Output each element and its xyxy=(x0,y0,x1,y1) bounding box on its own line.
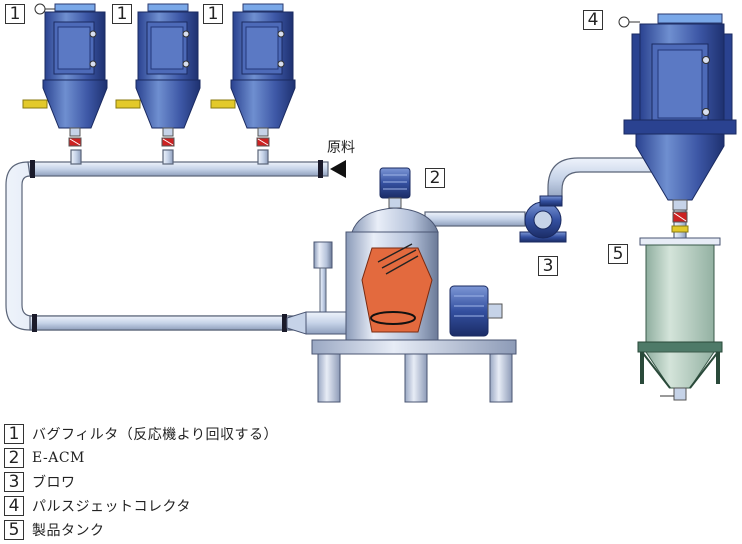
blower xyxy=(519,195,567,243)
legend-number: 4 xyxy=(4,495,24,516)
legend-row: 3 ブロワ xyxy=(4,471,278,492)
legend-row: 4 パルスジェットコレクタ xyxy=(4,495,278,516)
legend-number: 1 xyxy=(4,423,24,444)
legend-row: 2 E-ACM xyxy=(4,447,278,468)
legend-text: E-ACM xyxy=(32,449,85,466)
legend-row: 1 バグフィルタ（反応機より回収する） xyxy=(4,423,278,444)
legend-number: 2 xyxy=(4,447,24,468)
legend-row: 5 製品タンク xyxy=(4,519,278,540)
pressure-gauge-icon xyxy=(34,3,55,15)
legend-number: 3 xyxy=(4,471,24,492)
callout-blower: 3 xyxy=(538,256,558,276)
bag-filter-1 xyxy=(22,3,108,147)
feed-arrow xyxy=(330,160,346,178)
callout-mill: 2 xyxy=(425,168,445,188)
callout-bag-filter-3: 1 xyxy=(203,4,223,24)
legend-number: 5 xyxy=(4,519,24,540)
callout-collector: 4 xyxy=(583,10,603,30)
legend-text: バグフィルタ（反応機より回収する） xyxy=(32,426,278,443)
legend: 1 バグフィルタ（反応機より回収する） 2 E-ACM 3 ブロワ 4 パルスジ… xyxy=(4,423,278,543)
mill-e-acm xyxy=(286,167,517,403)
callout-bag-filter-1: 1 xyxy=(5,4,25,24)
legend-text: 製品タンク xyxy=(32,522,105,539)
bag-filter-2 xyxy=(115,3,201,147)
bag-filter-3 xyxy=(210,3,296,147)
legend-text: ブロワ xyxy=(32,474,76,491)
callout-tank: 5 xyxy=(608,244,628,264)
pulse-jet-collector xyxy=(618,13,737,233)
feed-label: 原料 xyxy=(327,140,355,156)
legend-text: パルスジェットコレクタ xyxy=(32,498,191,515)
product-tank xyxy=(637,237,723,401)
pipe-network xyxy=(5,149,687,332)
callout-bag-filter-2: 1 xyxy=(112,4,132,24)
